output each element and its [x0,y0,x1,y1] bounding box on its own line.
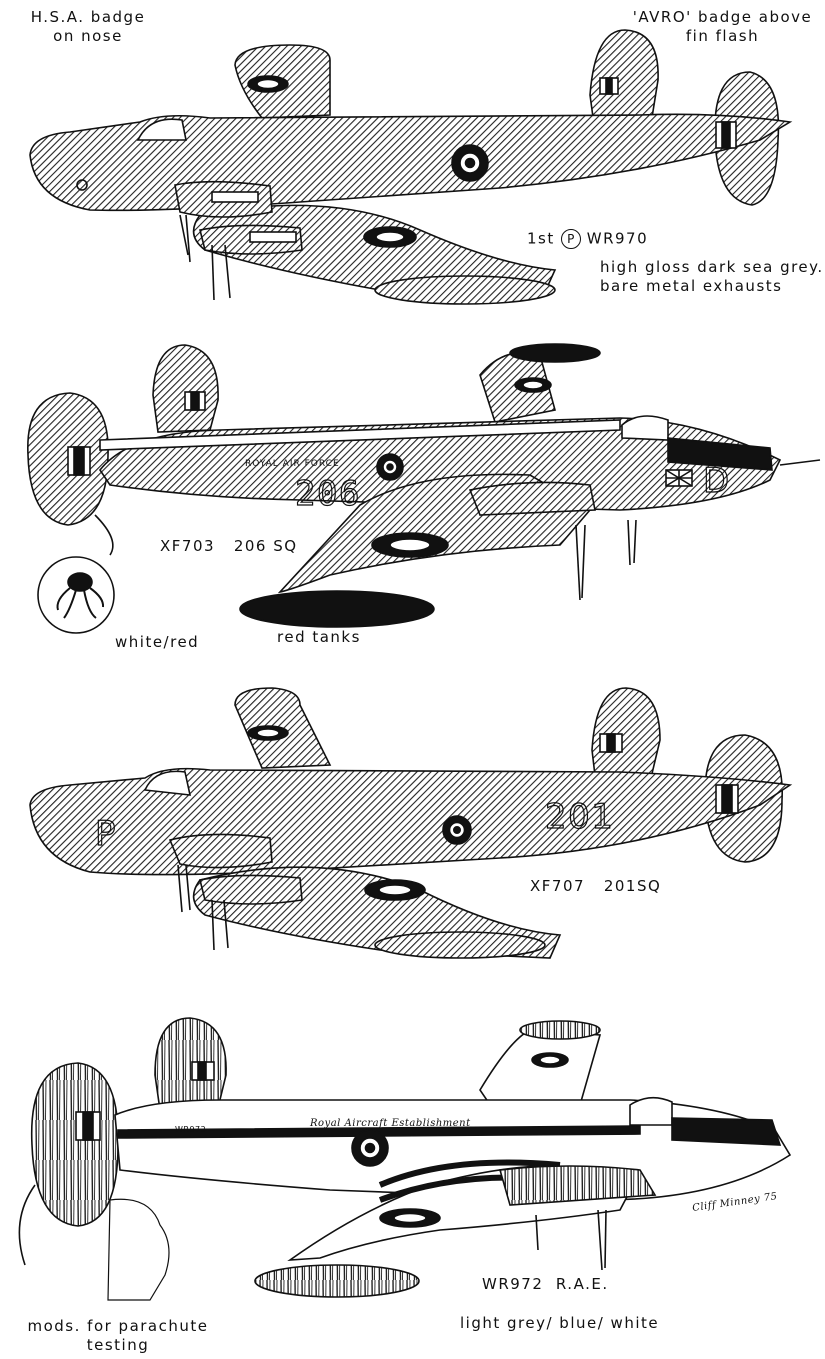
serial-wr970: WR970 [586,229,649,248]
ordinal-text: 1st [527,229,555,248]
rae-fuselage-title: Royal Aircraft Establishment [310,1118,471,1129]
xf707-fuselage-code: 201 [544,797,615,837]
aircraft-xf707-profile [29,687,793,959]
xf703-fuselage-title: ROYAL AIR FORCE [245,459,340,469]
p-circle-badge: P [560,229,581,249]
red-tanks-note: red tanks [277,628,361,646]
xf707-letter: P [94,814,118,854]
wr970-caption: 1st P WR970 [527,229,648,249]
wr970-scheme: high gloss dark sea grey. bare metal exh… [600,258,824,295]
wr972-fuselage-serial: WR972 [175,1125,207,1134]
fin-badge-note: 'AVRO' badge above fin flash [632,8,813,45]
aircraft-wr970-profile [29,29,793,305]
xf703-letter: D [702,461,731,501]
nose-badge-note: H.S.A. badge on nose [30,8,146,45]
xf703-fuselage-code: 206 [294,474,361,514]
aircraft-xf703-profile [27,343,821,634]
xf707-serial-squadron: XF707 201SQ [530,877,662,895]
wr972-serial-unit: WR972 R.A.E. [482,1275,609,1293]
wr972-scheme: light grey/ blue/ white [460,1314,660,1332]
aircraft-wr972-profile [18,1017,792,1301]
parachute-mods-note: mods. for parachute testing [27,1317,209,1354]
badge-colors-note: white/red [115,633,200,651]
xf703-serial-squadron: XF703 206 SQ [160,537,298,555]
